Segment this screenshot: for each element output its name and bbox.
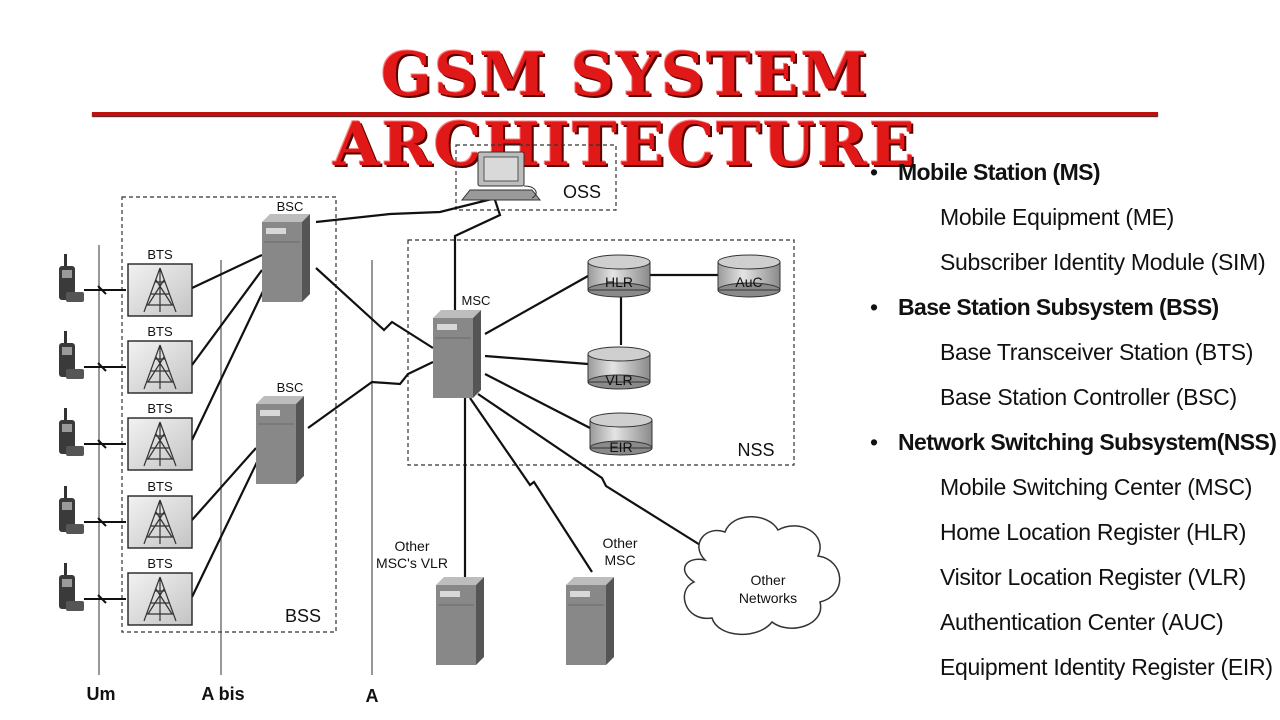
link-bsc1-msc bbox=[315, 267, 434, 349]
link-msc-othernetworks bbox=[477, 393, 706, 549]
mobile-station-4 bbox=[59, 486, 126, 534]
oss-label: OSS bbox=[563, 182, 601, 202]
gsm-architecture-diagram: BTS BTS BTS BTS BTS BSC BSC MSC bbox=[59, 144, 841, 706]
mobile-station-2 bbox=[59, 331, 126, 379]
legend-item-sim: Subscriber Identity Module (SIM) bbox=[940, 249, 1266, 275]
bsc-2: BSC bbox=[255, 380, 305, 485]
bts-label: BTS bbox=[147, 247, 173, 262]
legend-item-bsc: Base Station Controller (BSC) bbox=[940, 384, 1237, 410]
other-msc-vlr-label-line1: Other bbox=[394, 538, 429, 554]
link-msc-othermsc bbox=[469, 397, 593, 573]
link-bts2-bsc1 bbox=[191, 269, 263, 366]
nss-boundary bbox=[407, 239, 795, 466]
auc-label: AuC bbox=[735, 274, 762, 290]
other-msc-label-line1: Other bbox=[602, 535, 637, 551]
mobile-station-3 bbox=[59, 408, 126, 456]
mobile-station-1 bbox=[59, 254, 126, 302]
a-interface-label: A bbox=[366, 686, 379, 706]
auc-register: AuC bbox=[717, 254, 781, 298]
eir-label: EIR bbox=[609, 439, 632, 455]
legend-item-me: Mobile Equipment (ME) bbox=[940, 204, 1175, 230]
nss-label: NSS bbox=[737, 440, 774, 460]
component-legend: Mobile Station (MS) Mobile Equipment (ME… bbox=[870, 150, 1277, 690]
link-msc-eir bbox=[484, 373, 591, 429]
bsc-label: BSC bbox=[277, 199, 304, 214]
bts-unit-2: BTS bbox=[127, 324, 193, 394]
legend-heading-ms: Mobile Station (MS) bbox=[870, 150, 1275, 195]
bsc-label: BSC bbox=[277, 380, 304, 395]
bss-boundary bbox=[121, 196, 337, 633]
bts-unit-5: BTS bbox=[127, 556, 193, 626]
legend-item-bts: Base Transceiver Station (BTS) bbox=[940, 339, 1254, 365]
title-text: GSM SYSTEM ARCHITECTURE bbox=[333, 40, 917, 180]
hlr-register: HLR bbox=[587, 254, 651, 298]
oss-workstation: OSS bbox=[460, 151, 601, 202]
other-msc-vlr: Other MSC's VLR bbox=[376, 538, 485, 666]
bsc-1: BSC bbox=[261, 199, 311, 303]
legend-heading-bss: Base Station Subsystem (BSS) bbox=[870, 285, 1275, 330]
other-networks-label-line1: Other bbox=[750, 572, 785, 588]
legend-heading-nss: Network Switching Subsystem(NSS) bbox=[870, 420, 1277, 465]
oss-boundary bbox=[455, 144, 617, 211]
vlr-label: VLR bbox=[605, 372, 632, 388]
link-bts1-bsc1 bbox=[191, 254, 263, 289]
link-msc-hlr bbox=[484, 275, 589, 335]
bss-label: BSS bbox=[285, 606, 321, 626]
other-msc-vlr-label-line2: MSC's VLR bbox=[376, 555, 448, 571]
title-underline bbox=[92, 112, 1158, 116]
legend-item-vlr: Visitor Location Register (VLR) bbox=[940, 564, 1247, 590]
bts-label: BTS bbox=[147, 479, 173, 494]
msc-label: MSC bbox=[462, 293, 491, 308]
link-bsc1-oss bbox=[315, 195, 501, 224]
link-bts5-bsc2 bbox=[191, 459, 259, 598]
bts-label: BTS bbox=[147, 324, 173, 339]
msc: MSC bbox=[432, 293, 491, 399]
link-bts3-bsc1 bbox=[191, 284, 267, 441]
abis-interface-label: A bis bbox=[201, 684, 244, 704]
hlr-label: HLR bbox=[605, 274, 633, 290]
other-msc: Other MSC bbox=[565, 535, 638, 666]
mobile-station-5 bbox=[59, 563, 126, 611]
bts-label: BTS bbox=[147, 401, 173, 416]
link-bts4-bsc2 bbox=[191, 447, 257, 521]
eir-register: EIR bbox=[589, 412, 653, 456]
legend-item-eir: Equipment Identity Register (EIR) bbox=[940, 654, 1273, 680]
vlr-register: VLR bbox=[587, 346, 651, 390]
legend-item-msc: Mobile Switching Center (MSC) bbox=[940, 474, 1253, 500]
other-networks-cloud: Other Networks bbox=[683, 516, 841, 635]
bts-unit-1: BTS bbox=[127, 247, 193, 317]
other-msc-label-line2: MSC bbox=[604, 552, 635, 568]
bts-unit-4: BTS bbox=[127, 479, 193, 549]
page-title: GSM SYSTEM ARCHITECTURE bbox=[90, 40, 1160, 180]
link-msc-vlr bbox=[484, 354, 589, 366]
bts-label: BTS bbox=[147, 556, 173, 571]
connections bbox=[191, 195, 718, 598]
link-msc-oss bbox=[453, 199, 502, 318]
legend-item-hlr: Home Location Register (HLR) bbox=[940, 519, 1247, 545]
other-networks-label-line2: Networks bbox=[739, 590, 797, 606]
bts-unit-3: BTS bbox=[127, 401, 193, 471]
um-interface-label: Um bbox=[86, 684, 115, 704]
legend-item-auc: Authentication Center (AUC) bbox=[940, 609, 1224, 635]
link-bsc2-msc bbox=[307, 361, 434, 429]
